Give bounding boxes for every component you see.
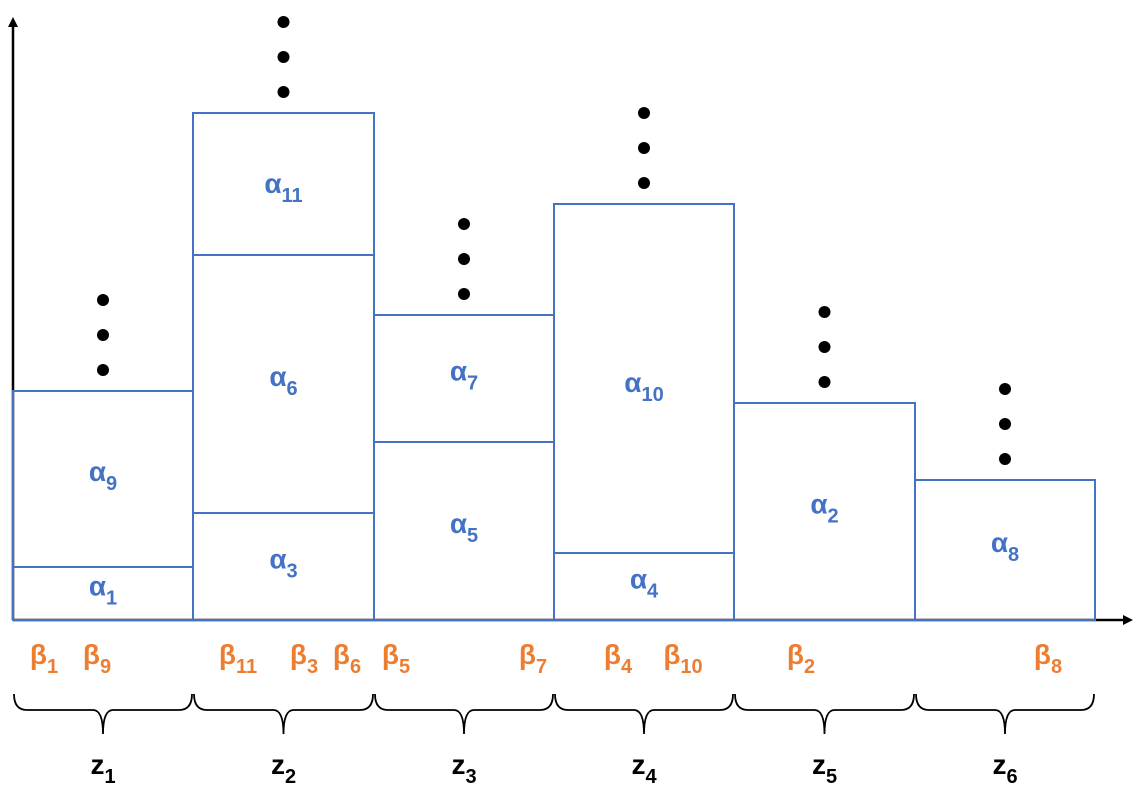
label-z-1: z1 xyxy=(90,749,115,788)
label-alpha-10: α10 xyxy=(624,367,663,406)
label-beta-11: β11 xyxy=(219,639,257,678)
ellipsis-dot xyxy=(638,107,650,119)
z-labels-layer: z1 z2 z3 z4 z5 z6 xyxy=(90,749,1017,788)
ellipsis-dot xyxy=(999,383,1011,395)
ellipsis-layer xyxy=(97,16,1011,465)
label-alpha-11: α11 xyxy=(264,168,302,207)
ellipsis-dot xyxy=(97,294,109,306)
label-alpha-3: α3 xyxy=(269,544,297,583)
label-z-6: z6 xyxy=(992,749,1017,788)
boxes-layer: α1 α9 α3 α6 α11 α5 α7 α4 α10 α2 α8 xyxy=(12,112,1096,621)
label-alpha-4: α4 xyxy=(630,564,659,603)
label-beta-10: β10 xyxy=(663,639,702,678)
label-z-2: z2 xyxy=(271,749,296,788)
label-z-5: z5 xyxy=(812,749,837,788)
label-alpha-8: α8 xyxy=(991,527,1019,566)
brace-z6 xyxy=(915,693,1095,735)
label-beta-8: β8 xyxy=(1034,639,1062,678)
label-alpha-2: α2 xyxy=(810,489,838,528)
label-beta-1: β1 xyxy=(30,639,58,678)
label-alpha-5: α5 xyxy=(450,508,478,547)
beta-labels-layer: β1 β9 β11 β3 β6 β5 β7 β4 β10 β2 β8 xyxy=(30,639,1062,678)
brace-z1 xyxy=(13,693,193,735)
brace-z3 xyxy=(374,693,554,735)
ellipsis-dot xyxy=(458,288,470,300)
ellipsis-dot xyxy=(638,142,650,154)
ellipsis-dot xyxy=(818,376,831,388)
brace-z2 xyxy=(193,693,374,735)
ellipsis-dot xyxy=(818,306,831,318)
ellipsis-dot xyxy=(277,16,290,28)
label-beta-2: β2 xyxy=(787,639,815,678)
ellipsis-dot xyxy=(999,418,1011,430)
label-beta-4: β4 xyxy=(604,639,633,678)
label-beta-9: β9 xyxy=(83,639,111,678)
ellipsis-dot xyxy=(277,86,290,98)
ellipsis-dot xyxy=(999,453,1011,465)
label-alpha-9: α9 xyxy=(89,456,117,495)
ellipsis-dot xyxy=(458,218,470,230)
label-beta-5: β5 xyxy=(382,639,410,678)
label-beta-3: β3 xyxy=(290,639,318,678)
label-z-3: z3 xyxy=(451,749,476,788)
ellipsis-dot xyxy=(97,364,109,376)
braces-layer xyxy=(13,693,1095,735)
box-alpha-8 xyxy=(914,479,1096,621)
label-beta-6: β6 xyxy=(333,639,361,678)
ellipsis-dot xyxy=(277,51,290,63)
brace-z5 xyxy=(734,693,915,735)
ellipsis-dot xyxy=(818,341,831,353)
label-alpha-6: α6 xyxy=(269,361,297,400)
ellipsis-dot xyxy=(638,177,650,189)
label-beta-7: β7 xyxy=(519,639,547,678)
brace-z4 xyxy=(554,693,734,735)
label-alpha-1: α1 xyxy=(89,571,117,610)
ellipsis-dot xyxy=(97,329,109,341)
ellipsis-dot xyxy=(458,253,470,265)
label-alpha-7: α7 xyxy=(450,356,478,395)
label-z-4: z4 xyxy=(631,749,657,788)
box-alpha-11 xyxy=(192,112,375,256)
box-alpha-10 xyxy=(553,203,735,554)
